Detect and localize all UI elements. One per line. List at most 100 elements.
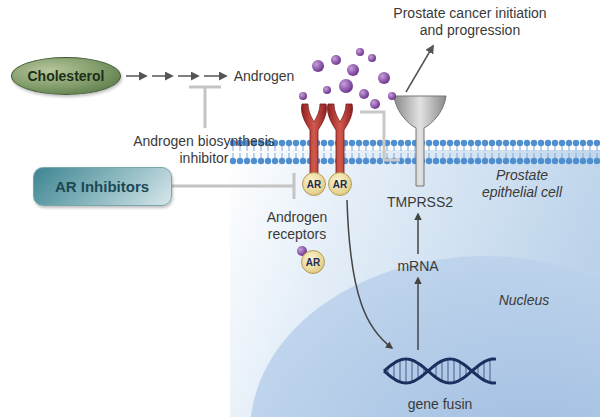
lipid-head	[531, 158, 537, 164]
receptor-protein	[301, 104, 326, 176]
lipid-head	[566, 158, 572, 164]
lipid-tail	[359, 153, 360, 158]
lipid-head	[363, 140, 369, 146]
androgen-receptor-proteins	[301, 104, 352, 176]
lipid-tail	[597, 146, 598, 151]
node-text: AR Inhibitors	[55, 178, 149, 195]
lipid-tail	[401, 153, 402, 158]
lipid-head	[433, 158, 439, 164]
lipid-tail	[296, 146, 297, 151]
lipid-head	[328, 140, 334, 146]
cell-label: Prostate epithelial cell	[467, 167, 577, 201]
lipid-head	[461, 158, 467, 164]
lipid-head	[405, 158, 411, 164]
lipid-tail	[450, 153, 451, 158]
lipid-tail	[534, 153, 535, 158]
lipid-head	[468, 140, 474, 146]
lipid-head	[300, 158, 306, 164]
lipid-head	[447, 140, 453, 146]
lipid-head	[454, 158, 460, 164]
dna-rung	[411, 360, 412, 382]
lipid-head	[587, 158, 593, 164]
dna-strand	[384, 359, 496, 383]
outcome-label: Prostate cancer initiation and progressi…	[380, 5, 560, 39]
lipid-head	[237, 158, 243, 164]
nucleus	[250, 256, 600, 417]
lipid-tail	[345, 146, 346, 151]
lipid-tail	[233, 153, 234, 158]
lipid-tail	[464, 146, 465, 151]
lipid-head	[503, 158, 509, 164]
lipid-head	[265, 158, 271, 164]
receptor-circle: AR	[301, 250, 325, 274]
lipid-tail	[296, 153, 297, 158]
lipid-tail	[464, 153, 465, 158]
lipid-head	[545, 140, 551, 146]
lipid-head	[573, 140, 579, 146]
lipid-tail	[436, 153, 437, 158]
node-text: AR	[306, 257, 320, 268]
lipid-tail	[513, 146, 514, 151]
lipid-tail	[478, 153, 479, 158]
lipid-tail	[415, 146, 416, 151]
lipid-head	[391, 140, 397, 146]
lipid-tail	[555, 153, 556, 158]
lipid-head	[377, 158, 383, 164]
lipid-head	[440, 140, 446, 146]
dna-rung	[453, 359, 454, 382]
biosynthesis-inhibition-bar	[189, 87, 221, 128]
lipid-tail	[478, 146, 479, 151]
receptor-to-tmprss2-bar	[360, 112, 400, 160]
lipid-head	[538, 158, 544, 164]
lipid-head	[377, 140, 383, 146]
lipid-tail	[534, 146, 535, 151]
lipid-head	[440, 158, 446, 164]
lipid-head	[321, 158, 327, 164]
lipid-tail	[583, 153, 584, 158]
molecule-ellipse: Cholesterol	[11, 57, 121, 95]
lipid-tail	[303, 146, 304, 151]
lipid-tail	[240, 153, 241, 158]
lipid-head	[524, 140, 530, 146]
lipid-tail	[394, 146, 395, 151]
node-text: AR	[307, 179, 321, 190]
lipid-head	[426, 158, 432, 164]
lipid-head	[468, 158, 474, 164]
lipid-tail	[457, 153, 458, 158]
dna-strand	[384, 359, 496, 383]
lipid-tail	[401, 146, 402, 151]
lipid-tail	[590, 146, 591, 151]
lipid-tail	[380, 153, 381, 158]
androgen-molecule	[370, 99, 380, 109]
androgen-molecule	[356, 48, 364, 56]
lipid-head	[517, 140, 523, 146]
lipid-tail	[520, 146, 521, 151]
lipid-tail	[429, 153, 430, 158]
lipid-tail	[492, 146, 493, 151]
tmprss2-protein	[394, 96, 446, 186]
lipid-head	[531, 140, 537, 146]
lipid-tail	[576, 153, 577, 158]
lipid-tail	[583, 146, 584, 151]
lipid-tail	[408, 146, 409, 151]
lipid-head	[538, 140, 544, 146]
lipid-head	[482, 140, 488, 146]
lipid-head	[566, 140, 572, 146]
lipid-tail	[373, 153, 374, 158]
lipid-head	[258, 158, 264, 164]
synthesis-arrows	[126, 75, 226, 77]
androgen-molecule	[347, 64, 359, 76]
lipid-head	[356, 140, 362, 146]
dna-rung	[447, 359, 448, 383]
transcription-arrow	[417, 278, 419, 350]
lipid-tail	[408, 153, 409, 158]
androgen-molecule	[331, 55, 341, 65]
lipid-tail	[562, 153, 563, 158]
lipid-head	[349, 158, 355, 164]
lipid-head	[272, 158, 278, 164]
lipid-tail	[303, 153, 304, 158]
lipid-tail	[485, 153, 486, 158]
lipid-head	[293, 140, 299, 146]
lipid-tail	[345, 153, 346, 158]
